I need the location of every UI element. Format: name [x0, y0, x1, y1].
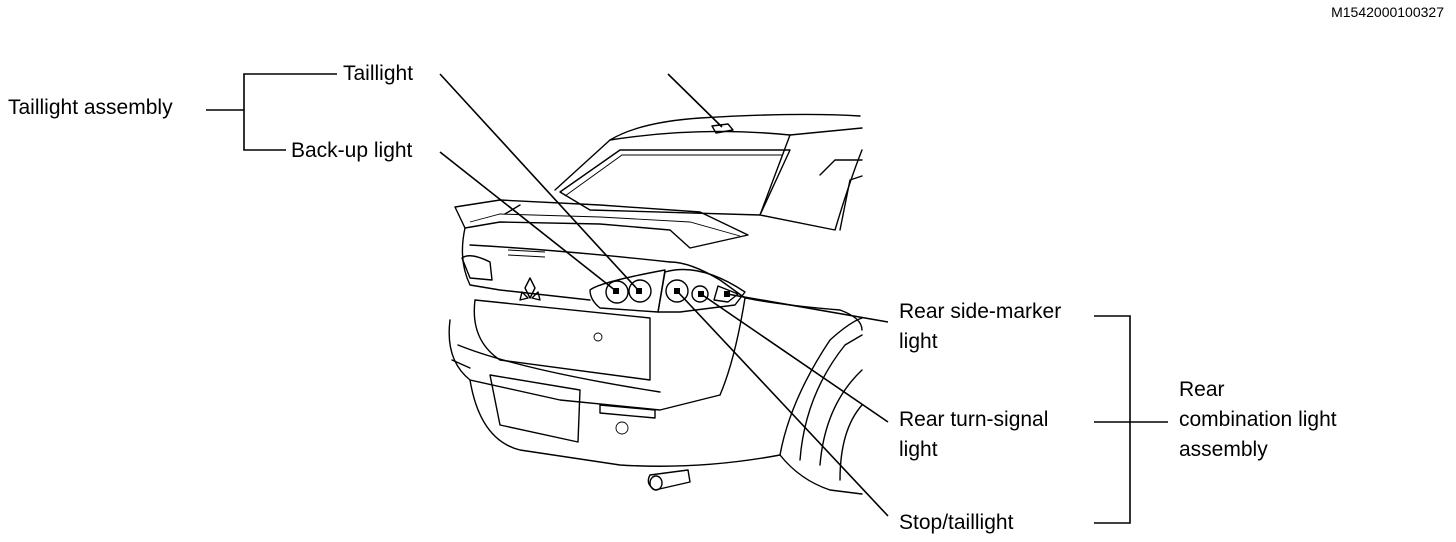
label-backup-light: Back-up light [291, 139, 413, 162]
label-rear-side-marker-2: light [899, 330, 938, 353]
taillight-assembly-bracket [243, 73, 337, 151]
rear-combination-bracket [1094, 315, 1131, 524]
taillight-leader [439, 73, 640, 292]
label-rear-combination-1: Rear [1179, 378, 1225, 401]
label-rear-combination-2: combination light [1179, 408, 1337, 431]
turn-signal-leader [700, 293, 889, 423]
label-rear-turn-signal-1: Rear turn-signal [899, 408, 1049, 431]
label-taillight-assembly: Taillight assembly [8, 96, 173, 119]
label-rear-combination-3: assembly [1179, 438, 1268, 461]
figure-code: M1542000100327 [1331, 4, 1444, 20]
backup-light-leader [439, 151, 617, 292]
high-mount-leader [667, 73, 723, 128]
label-stop-taillight: Stop/taillight [899, 511, 1014, 534]
leader-lines [206, 73, 1168, 524]
label-rear-side-marker-1: Rear side-marker [899, 300, 1062, 323]
label-rear-turn-signal-2: light [899, 438, 938, 461]
label-taillight: Taillight [343, 62, 414, 85]
stop-taillight-leader [676, 290, 889, 517]
car-body [448, 113, 863, 495]
side-marker-leader [726, 293, 889, 323]
